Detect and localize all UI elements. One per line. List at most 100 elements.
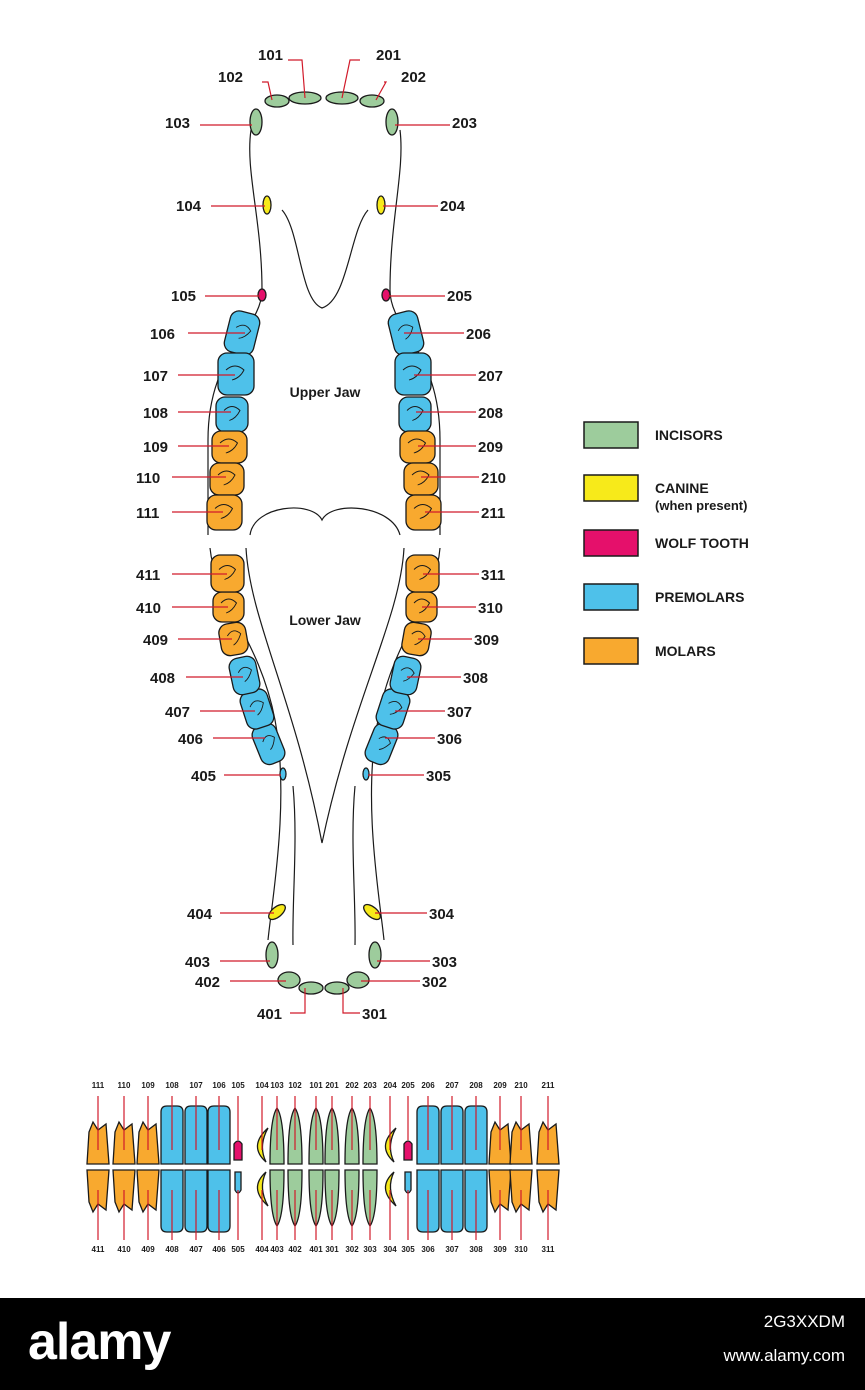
tooth-304 [363, 903, 381, 921]
tooth-110 [209, 462, 245, 496]
top-view-labels: 1011021031041051061071081091101112012022… [136, 47, 506, 1023]
tooth-210 [403, 462, 439, 496]
tooth-label-104: 104 [176, 198, 202, 215]
tooth-label-201: 201 [376, 47, 401, 64]
tooth-fold [411, 630, 426, 646]
side-label-210: 210 [514, 1081, 528, 1090]
side-label-311: 311 [542, 1245, 555, 1254]
leader-line-102 [262, 81, 273, 101]
legend-label-premolar: PREMOLARS [655, 589, 744, 605]
top-view-teeth [206, 91, 442, 995]
side-tooth-204 [384, 1127, 397, 1163]
tooth-label-308: 308 [463, 670, 488, 687]
tooth-label-210: 210 [481, 470, 506, 487]
side-label-209: 209 [493, 1081, 507, 1090]
side-label-201: 201 [325, 1081, 339, 1090]
tooth-fold [237, 666, 253, 682]
side-label-208: 208 [469, 1081, 483, 1090]
tooth-103 [249, 108, 263, 136]
side-label-308: 308 [469, 1245, 483, 1254]
tooth-label-306: 306 [437, 731, 462, 748]
side-tooth-404 [256, 1171, 269, 1207]
tooth-fold [397, 324, 414, 340]
side-label-402: 402 [288, 1245, 302, 1254]
lower-jaw-label: Lower Jaw [289, 612, 361, 628]
side-label-206: 206 [421, 1081, 435, 1090]
tooth-202 [359, 94, 385, 108]
tooth-label-110: 110 [136, 470, 160, 487]
tooth-label-402: 402 [195, 974, 220, 991]
tooth-label-211: 211 [481, 505, 505, 522]
side-label-404: 404 [255, 1245, 269, 1254]
tooth-fold [406, 406, 424, 421]
side-tooth-205 [403, 1140, 413, 1161]
lower-incisor-jaw-outline [292, 785, 356, 946]
side-label-406: 406 [212, 1245, 226, 1254]
tooth-fold [235, 324, 252, 339]
tooth-label-309: 309 [474, 632, 499, 649]
tooth-207 [394, 352, 432, 396]
tooth-label-401: 401 [257, 1006, 282, 1023]
side-label-307: 307 [445, 1245, 459, 1254]
side-label-301: 301 [325, 1245, 339, 1254]
side-label-305: 305 [401, 1245, 415, 1254]
side-label-102: 102 [288, 1081, 302, 1090]
side-label-101: 101 [309, 1081, 323, 1090]
tooth-403 [265, 941, 279, 969]
tooth-fold [413, 504, 433, 519]
tooth-fold [223, 406, 241, 421]
legend-label-molar: MOLARS [655, 643, 716, 659]
side-tooth-105 [233, 1140, 243, 1161]
tooth-label-404: 404 [187, 906, 213, 923]
tooth-fold [226, 630, 242, 646]
side-tooth-305 [404, 1171, 412, 1194]
tooth-label-301: 301 [362, 1006, 387, 1023]
tooth-fold [402, 365, 422, 381]
side-label-107: 107 [189, 1081, 203, 1090]
tooth-label-303: 303 [432, 954, 457, 971]
side-label-407: 407 [189, 1245, 203, 1254]
tooth-104 [262, 195, 272, 215]
tooth-205 [381, 288, 391, 302]
tooth-label-307: 307 [447, 704, 472, 721]
tooth-308 [389, 655, 422, 696]
side-label-103: 103 [270, 1081, 284, 1090]
tooth-402 [277, 971, 301, 989]
tooth-label-101: 101 [258, 47, 283, 64]
tooth-label-305: 305 [426, 768, 451, 785]
side-label-104: 104 [255, 1081, 269, 1090]
side-label-203: 203 [363, 1081, 377, 1090]
tooth-107 [217, 352, 255, 396]
palate-rear-outline [249, 507, 401, 536]
tooth-404 [268, 903, 286, 921]
side-label-401: 401 [309, 1245, 323, 1254]
tooth-fold [218, 565, 237, 580]
side-tooth-505 [234, 1171, 242, 1194]
tooth-label-206: 206 [466, 326, 491, 343]
side-label-505: 505 [231, 1245, 245, 1254]
tooth-fold [217, 470, 236, 486]
side-label-109: 109 [141, 1081, 155, 1090]
side-label-105: 105 [231, 1081, 245, 1090]
tooth-label-106: 106 [150, 326, 175, 343]
tooth-305 [362, 767, 370, 781]
tooth-408 [228, 655, 261, 696]
side-label-111: 111 [92, 1081, 105, 1090]
leader-line-201 [341, 59, 360, 99]
tooth-label-108: 108 [143, 405, 168, 422]
tooth-label-109: 109 [143, 439, 168, 456]
tooth-label-405: 405 [191, 768, 216, 785]
side-label-411: 411 [92, 1245, 105, 1254]
side-label-408: 408 [165, 1245, 179, 1254]
side-label-403: 403 [270, 1245, 284, 1254]
tooth-label-102: 102 [218, 69, 243, 86]
tooth-fold [411, 470, 430, 486]
brand-logo: alamy [28, 1313, 171, 1371]
side-label-211: 211 [542, 1081, 555, 1090]
legend-label-incisor: INCISORS [655, 427, 723, 443]
tooth-105 [257, 288, 267, 302]
tooth-label-411: 411 [136, 567, 160, 584]
side-label-306: 306 [421, 1245, 435, 1254]
